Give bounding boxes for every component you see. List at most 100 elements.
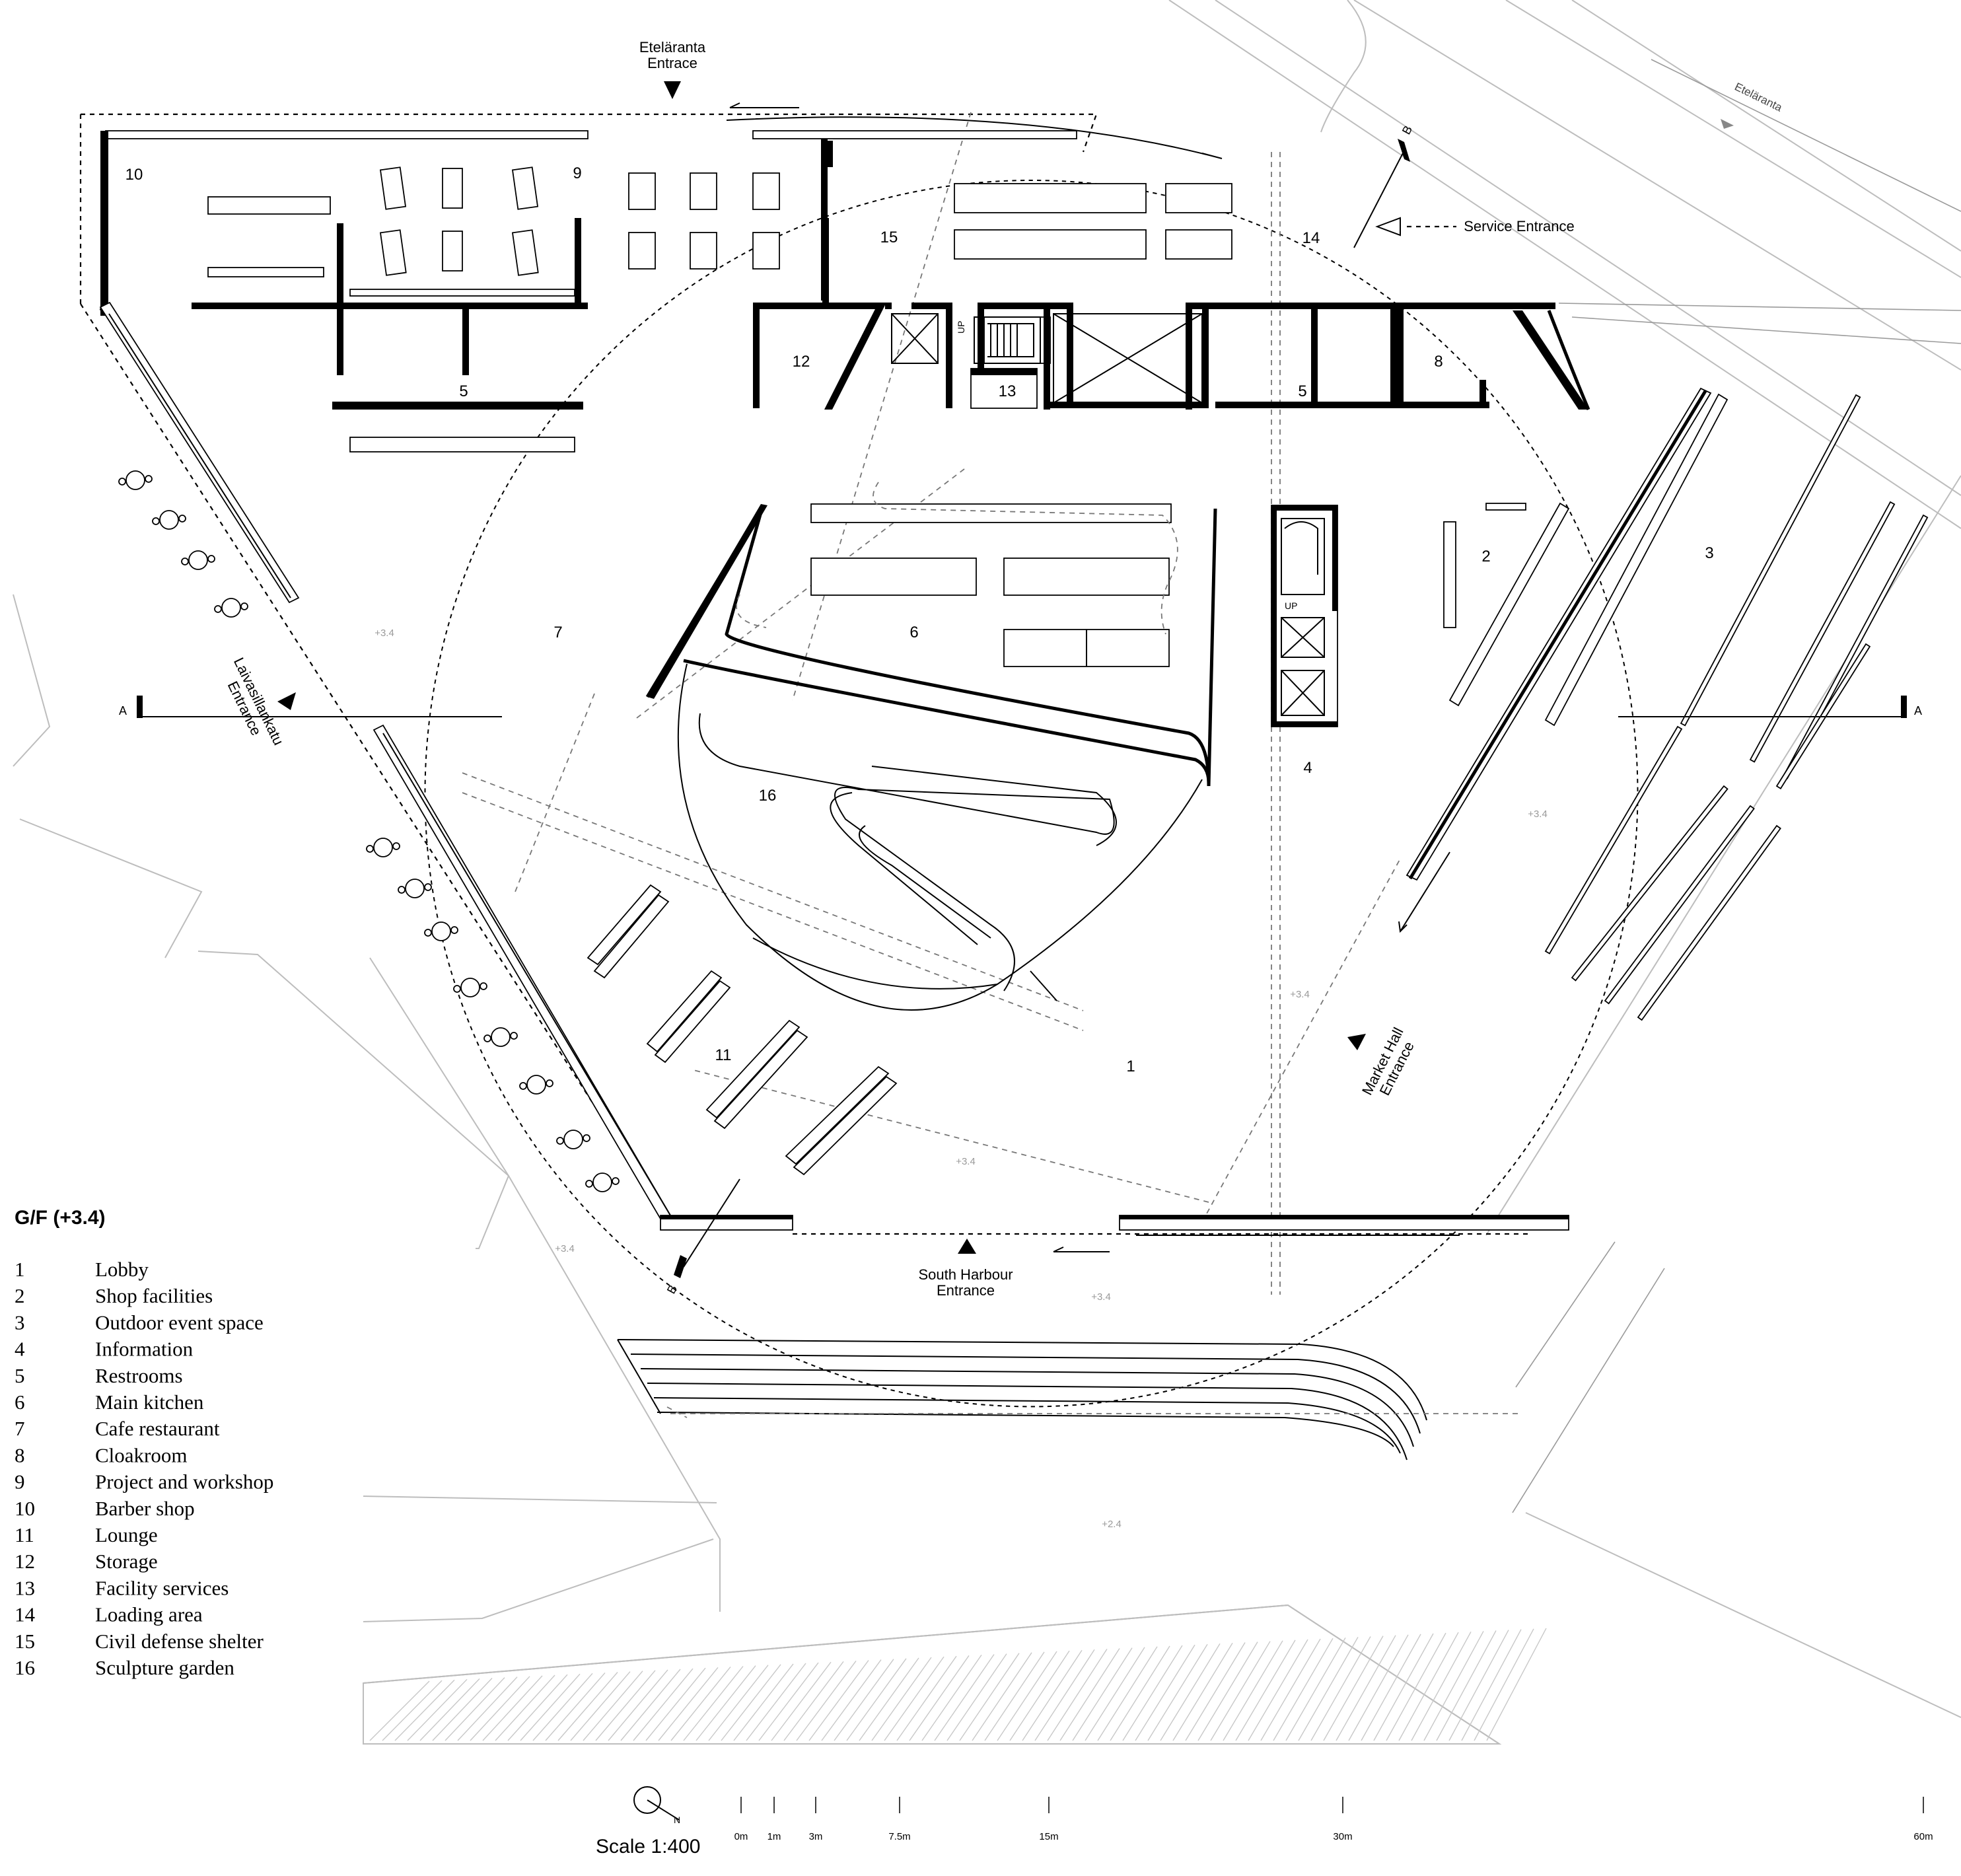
level-mark: +3.4: [1091, 1291, 1111, 1303]
bench: [1782, 514, 1929, 779]
room-15-number: 15: [880, 229, 898, 246]
section-mark-a-east: A: [1618, 696, 1922, 718]
cafe-table-icon: [125, 470, 145, 490]
event-benches: [1512, 394, 1929, 1513]
legend-label: Restrooms: [95, 1364, 183, 1387]
room-9-number: 9: [573, 164, 581, 182]
entrance-label-line1: Eteläranta: [639, 39, 706, 55]
cafe-table-icon: [563, 1130, 583, 1149]
room-13-number: 13: [999, 382, 1016, 400]
room-14-number: 14: [1302, 229, 1320, 247]
entrance-arrow-icon: [1347, 1034, 1366, 1050]
legend-number: 8: [15, 1443, 25, 1466]
section-mark-a-west: A: [119, 696, 502, 718]
legend-number: 12: [15, 1550, 35, 1573]
room-11-number: 11: [715, 1046, 732, 1064]
room-1-number: 1: [1126, 1058, 1135, 1075]
south-facade: [660, 1215, 1569, 1236]
bench: [1680, 394, 1861, 727]
scale-tick-label: 30m: [1333, 1831, 1352, 1842]
legend-label: Lobby: [95, 1258, 149, 1281]
legend-label: Shop facilities: [95, 1284, 213, 1307]
legend-number: 14: [15, 1603, 36, 1626]
entrance-south-harbour: South Harbour Entrance: [918, 1239, 1013, 1299]
workshop-furniture: [207, 166, 1232, 452]
cafe-table-icon: [373, 838, 393, 857]
bench: [1515, 1241, 1616, 1388]
entrance-label-line2: Entrace: [647, 55, 697, 71]
entrance-label: Service Entrance: [1464, 218, 1575, 234]
site-context: [13, 0, 1961, 1745]
level-mark: +2.4: [1102, 1519, 1122, 1530]
lounge-benches: [587, 884, 898, 1176]
legend-number: 9: [15, 1470, 25, 1494]
cafe-table-icon: [431, 921, 451, 941]
entrance-arrow-icon: [664, 81, 681, 99]
cafe-table-icon: [159, 510, 179, 530]
legend-label: Cafe restaurant: [95, 1417, 220, 1440]
section-label: A: [1914, 704, 1922, 717]
north-arrow-icon: [633, 1786, 661, 1814]
stair-up-label: UP: [1285, 600, 1297, 611]
legend-number: 6: [15, 1390, 25, 1414]
level-mark: +3.4: [1290, 989, 1310, 1000]
legend-label: Loading area: [95, 1603, 203, 1626]
cafe-table-icon: [491, 1027, 511, 1047]
scale-tick-label: 3m: [809, 1831, 823, 1842]
cafe-table-icon: [460, 978, 480, 997]
level-marks: +3.4 +3.4 +3.4 +3.4 +3.4 +3.4 +2.4: [374, 628, 1548, 1530]
legend-number: 3: [15, 1311, 25, 1334]
legend-label: Civil defense shelter: [95, 1630, 264, 1653]
level-mark: +3.4: [956, 1156, 976, 1167]
entrance-service: Service Entrance: [1375, 217, 1575, 236]
legend-number: 1: [15, 1258, 25, 1281]
stepped-seating: [617, 1339, 1427, 1461]
legend-number: 4: [15, 1338, 25, 1361]
section-label: B: [1400, 124, 1415, 137]
cafe-table-icon: [592, 1172, 612, 1192]
svg-text:N: N: [674, 1815, 680, 1825]
legend-number: 15: [15, 1630, 35, 1653]
bench: [1749, 501, 1896, 763]
room-4-number: 4: [1303, 759, 1312, 777]
building-outline: [79, 112, 1929, 1513]
cafe-table-icon: [221, 598, 241, 618]
cafe-table-icon: [526, 1075, 546, 1095]
kitchen-block: [645, 482, 1217, 1011]
legend-number: 13: [15, 1576, 35, 1599]
room-10-number: 10: [125, 166, 143, 184]
scale-tick-label: 7.5m: [888, 1831, 910, 1842]
entrance-etelaranta: Eteläranta Entrace: [639, 39, 706, 99]
west-facade: [99, 301, 674, 1225]
entrance-label-line1: South Harbour: [918, 1266, 1013, 1283]
room-5b-number: 5: [1298, 382, 1306, 400]
level-title: G/F (+3.4): [15, 1207, 106, 1229]
scale-tick-label: 1m: [767, 1831, 781, 1842]
level-mark: +3.4: [555, 1243, 575, 1254]
stair-13: [974, 316, 1041, 364]
legend-label: Storage: [95, 1550, 158, 1573]
room-2-number: 2: [1481, 548, 1490, 565]
section-mark-b-south: B: [664, 1178, 740, 1296]
east-facade: [1406, 387, 1712, 881]
legend-label: Outdoor event space: [95, 1311, 264, 1334]
room-7-number: 7: [553, 624, 562, 641]
room-numbers: 1 2 3 4 5 5 6 7 8 9 10 11 12 13 14 15 16: [125, 164, 1714, 1075]
legend-label: Lounge: [95, 1523, 158, 1546]
entrance-laivasillankatu: Laivasillankatu Entrance: [225, 655, 287, 748]
legend-label: Information: [95, 1338, 194, 1361]
scale-tick-label: 0m: [734, 1831, 748, 1842]
cafe-table-icon: [405, 879, 425, 898]
flow-arrows: [726, 102, 1450, 1252]
scale-tick-label: 15m: [1039, 1831, 1058, 1842]
legend-label: Sculpture garden: [95, 1656, 234, 1679]
room-3-number: 3: [1705, 544, 1713, 562]
legend-label: Cloakroom: [95, 1443, 188, 1466]
legend-label: Facility services: [95, 1576, 229, 1599]
bench: [1544, 725, 1683, 955]
legend-label: Project and workshop: [95, 1470, 273, 1494]
legend-number: 11: [15, 1523, 34, 1546]
room-8-number: 8: [1434, 353, 1443, 371]
